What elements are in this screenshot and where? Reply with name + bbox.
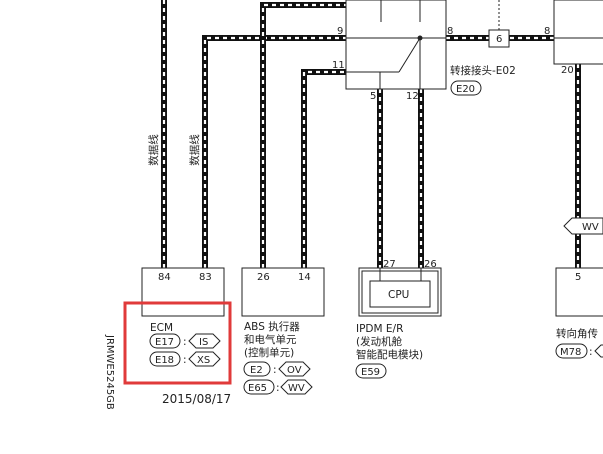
ecm-harness-is-tag <box>188 333 221 349</box>
ecm-harness-xs: XS <box>197 355 210 366</box>
ecm-highlight-box <box>123 301 232 385</box>
ecm-pin-83: 83 <box>199 272 212 283</box>
steering-connector-badge <box>555 343 588 359</box>
wire-abs-26-top <box>260 2 346 268</box>
diagram-code: JRMWE5245GB <box>104 334 115 410</box>
ipdm-name-line1: IPDM E/R <box>356 323 403 335</box>
right-pin-8: 8 <box>544 26 550 37</box>
abs-name-line1: ABS 执行器 <box>244 320 300 333</box>
junction-pin-5: 5 <box>370 91 376 102</box>
data-line-label-2: 数据线 <box>188 134 201 166</box>
ipdm-connector-badge <box>355 363 387 379</box>
steering-body <box>555 267 603 317</box>
wire-data-line-2 <box>202 35 346 268</box>
ecm-pin-84: 84 <box>158 272 171 283</box>
abs-harness-wv: WV <box>288 383 305 394</box>
steering-separator: : <box>589 346 593 358</box>
data-line-label-1: 数据线 <box>147 134 160 166</box>
ecm-body <box>141 267 225 317</box>
ecm-connector-e17-badge <box>149 333 181 349</box>
reference-number: 6 <box>496 34 502 45</box>
ipdm-connector-id: E59 <box>361 367 380 378</box>
wv-tag-label: WV <box>582 222 599 233</box>
ecm-separator-2: : <box>183 354 187 366</box>
reference-box <box>488 29 510 48</box>
ipdm-name-line2: (发动机舱 <box>356 335 403 348</box>
junction-body <box>345 0 447 90</box>
junction-dot <box>417 35 423 41</box>
junction-pin-11: 11 <box>332 60 345 71</box>
steering-harness-tag <box>594 344 603 358</box>
ecm-separator-1: : <box>183 336 187 348</box>
cpu-block <box>369 280 431 308</box>
ecm-harness-xs-tag <box>188 351 221 367</box>
steering-angle-sensor: 5 转向角传 M78 : <box>555 267 603 359</box>
abs-connector-e65: E65 <box>248 383 267 394</box>
wv-harness-tag: WV <box>563 217 603 235</box>
cpu-label: CPU <box>388 289 409 301</box>
ipdm-module: 27 26 CPU IPDM E/R (发动机舱 智能配电模块) E59 <box>355 259 442 379</box>
junction-pin-9: 9 <box>337 26 343 37</box>
ecm-name: ECM <box>150 322 173 334</box>
ecm-connector-e17: E17 <box>155 337 174 348</box>
abs-connector-e2-badge <box>243 361 271 377</box>
abs-connector-e2: E2 <box>250 365 263 376</box>
ipdm-pin-26: 26 <box>424 259 437 270</box>
junction-connector-badge <box>450 80 482 96</box>
abs-separator-1: : <box>273 364 277 376</box>
right-pin-20: 20 <box>561 65 574 76</box>
abs-harness-ov-tag <box>278 361 311 377</box>
abs-connector-e65-badge <box>243 379 275 395</box>
ipdm-pin-27: 27 <box>383 259 396 270</box>
junction-pin-12: 12 <box>406 91 419 102</box>
steering-name: 转向角传 <box>556 327 598 340</box>
abs-body <box>241 267 325 317</box>
ipdm-name-line3: 智能配电模块) <box>356 348 423 361</box>
abs-separator-2: : <box>276 382 280 394</box>
steering-connector-id: M78 <box>560 347 581 358</box>
right-component-body <box>553 0 603 65</box>
abs-name-line3: (控制单元) <box>244 346 294 359</box>
abs-name-line2: 和电气单元 <box>244 333 297 346</box>
junction-title: 转接接头-E02 <box>450 64 516 77</box>
junction-e02: 9 8 11 5 12 转接接头-E02 E20 <box>332 0 516 102</box>
diagram-date: 2015/08/17 <box>162 392 231 406</box>
wire-abs-14-pin11 <box>301 69 346 268</box>
abs-pin-14: 14 <box>298 272 311 283</box>
abs-module: 26 14 ABS 执行器 和电气单元 (控制单元) E2 : OV E65 :… <box>241 267 325 395</box>
abs-harness-ov: OV <box>287 365 302 376</box>
ecm-module: 84 83 ECM E17 : IS E18 : XS <box>123 267 232 385</box>
abs-pin-26: 26 <box>257 272 270 283</box>
junction-connector-id: E20 <box>456 84 475 95</box>
reference-box-6: 6 <box>488 0 510 48</box>
right-component-partial: 8 20 <box>544 0 603 76</box>
abs-harness-wv-tag <box>280 379 313 395</box>
steering-pin-5: 5 <box>575 272 581 283</box>
ecm-connector-e18: E18 <box>155 355 174 366</box>
ecm-harness-is: IS <box>199 337 208 348</box>
junction-pin-8: 8 <box>447 26 453 37</box>
ecm-connector-e18-badge <box>149 351 181 367</box>
